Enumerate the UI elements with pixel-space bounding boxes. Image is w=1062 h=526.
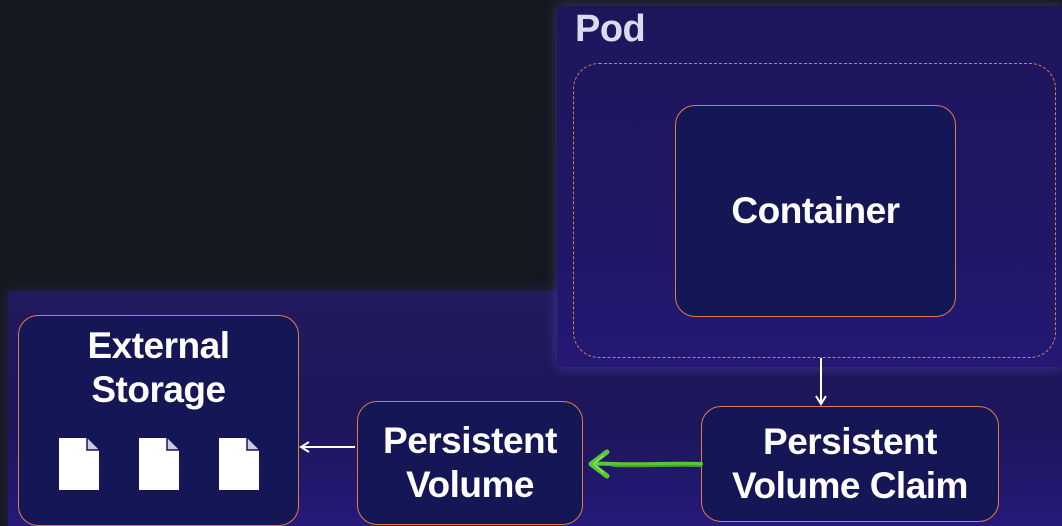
arrow-container-to-pvc (815, 358, 827, 406)
persistent-volume-claim-node: Persistent Volume Claim (701, 406, 999, 522)
external-storage-label-line2: Storage (91, 369, 226, 410)
pod-title: Pod (575, 8, 646, 50)
pvc-label-line2: Volume Claim (732, 465, 968, 506)
arrow-pvc-to-pv (588, 449, 703, 479)
container-node: Container (675, 105, 956, 317)
file-icon (219, 438, 259, 490)
file-icon (139, 438, 179, 490)
file-icon (59, 438, 99, 490)
container-label: Container (731, 190, 900, 231)
persistent-volume-node: Persistent Volume (357, 401, 583, 525)
pod-boundary (573, 63, 1056, 358)
pv-label-line1: Persistent (383, 420, 557, 461)
file-icons (19, 438, 298, 490)
external-storage-node: External Storage (18, 315, 299, 526)
external-storage-label-line1: External (87, 325, 230, 366)
pv-label-line2: Volume (406, 464, 534, 505)
pvc-label-line1: Persistent (763, 421, 937, 462)
arrow-pv-to-external-storage (299, 441, 355, 453)
